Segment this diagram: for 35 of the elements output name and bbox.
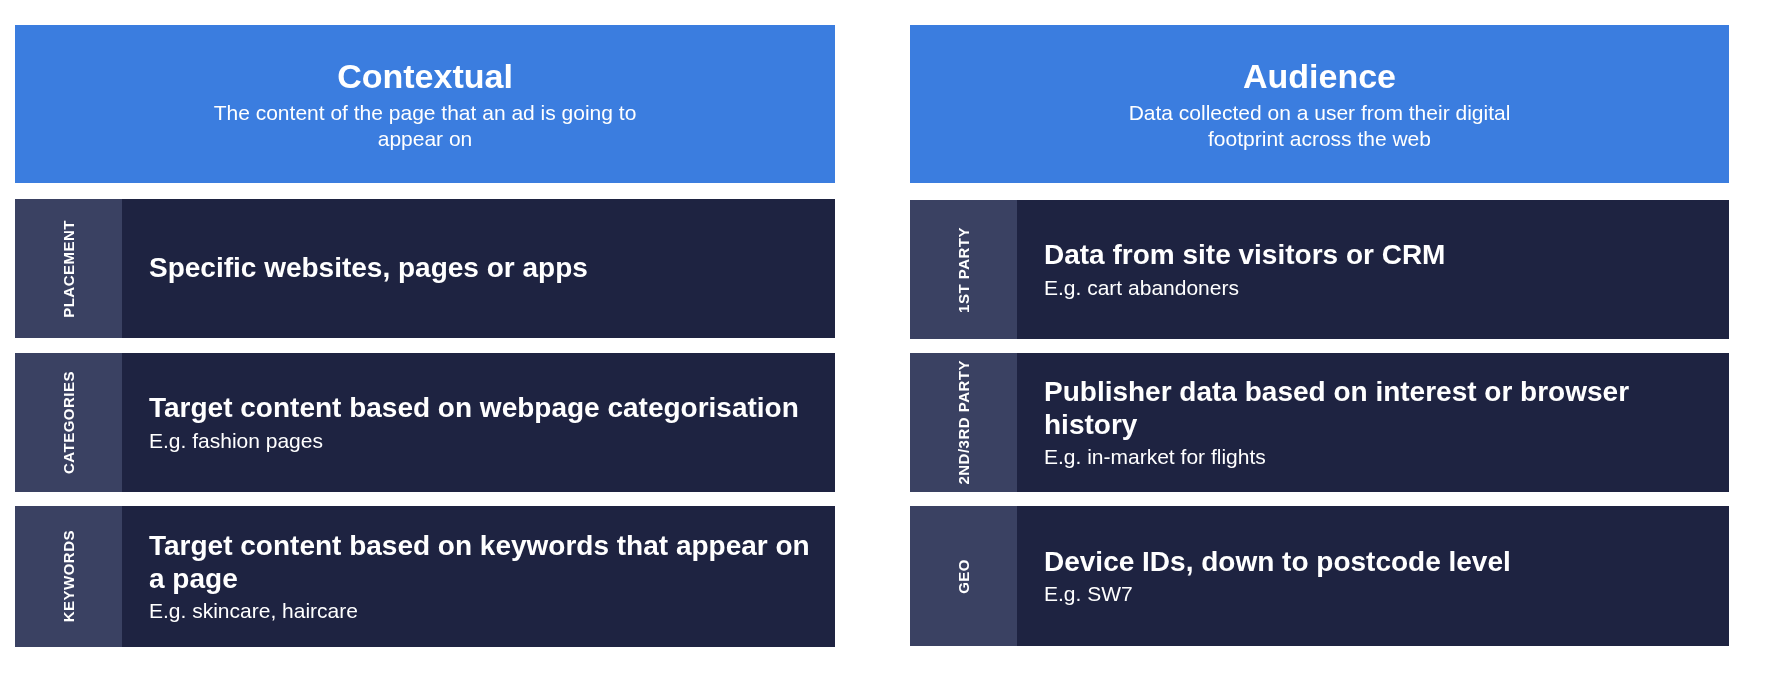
side-tab bbox=[15, 353, 122, 492]
column-description: The content of the page that an ad is going to appear on bbox=[212, 100, 638, 151]
column-title: Audience bbox=[1241, 57, 1397, 97]
example-text: E.g. fashion pages bbox=[149, 428, 324, 453]
example-text: E.g. skincare, haircare bbox=[149, 598, 359, 623]
category-row-panel bbox=[910, 200, 1729, 339]
tab-label: GEO bbox=[954, 558, 973, 594]
category-row-panel bbox=[910, 506, 1729, 646]
category-row-panel bbox=[15, 506, 835, 647]
example-text: E.g. SW7 bbox=[1044, 582, 1134, 607]
side-tab bbox=[910, 506, 1017, 646]
category-row-panel bbox=[15, 353, 835, 492]
column-title: Contextual bbox=[336, 57, 514, 97]
column-header-panel bbox=[910, 25, 1729, 183]
row-heading: Publisher data based on interest or browser history bbox=[1044, 376, 1631, 441]
tab-label: CATEGORIES bbox=[59, 370, 78, 475]
category-row-panel bbox=[15, 199, 835, 338]
tab-label: 2ND/3RD PARTY bbox=[954, 360, 973, 485]
side-tab bbox=[910, 200, 1017, 339]
row-heading: Target content based on keywords that appear on a page bbox=[149, 530, 811, 595]
column-description: Data collected on a user from their digital footprint across the web bbox=[1127, 100, 1512, 151]
row-heading: Specific websites, pages or apps bbox=[149, 252, 589, 285]
tab-label: PLACEMENT bbox=[59, 219, 78, 318]
row-heading: Device IDs, down to postcode level bbox=[1044, 545, 1512, 579]
example-text: E.g. cart abandoners bbox=[1044, 275, 1240, 300]
tab-label: KEYWORDS bbox=[59, 530, 78, 623]
row-heading: Target content based on webpage categorisation bbox=[149, 392, 800, 425]
category-row-panel bbox=[910, 353, 1729, 492]
tab-label: 1ST PARTY bbox=[954, 226, 973, 313]
side-tab bbox=[15, 199, 122, 338]
side-tab bbox=[910, 353, 1017, 492]
column-header-panel bbox=[15, 25, 835, 183]
side-tab bbox=[15, 506, 122, 647]
example-text: E.g. in-market for flights bbox=[1044, 444, 1267, 469]
row-heading: Data from site visitors or CRM bbox=[1044, 239, 1447, 272]
